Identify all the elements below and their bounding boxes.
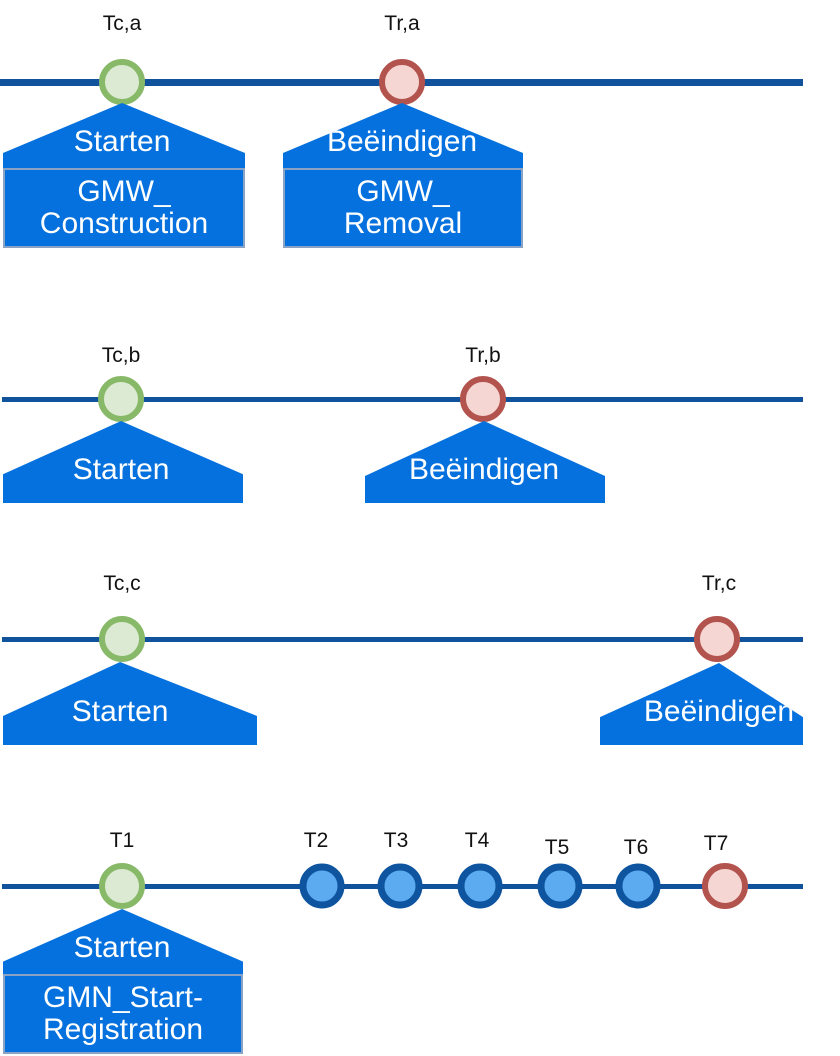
mid-event-circle	[377, 863, 423, 909]
start-event-circle	[99, 863, 145, 909]
mid-event-circle	[457, 863, 503, 909]
callout-object-name-line: Removal	[343, 207, 463, 240]
event-callout-roof: Beëindigen	[283, 103, 523, 168]
event-time-label: T6	[623, 836, 649, 859]
callout-object-box: GMW_Construction	[3, 168, 245, 248]
callout-object-name-line: GMW_	[356, 175, 450, 208]
event-time-label: T4	[464, 829, 490, 852]
start-event-circle	[98, 376, 144, 422]
event-callout-pentagon: Beëindigen	[365, 421, 605, 503]
mid-event-circle	[299, 863, 345, 909]
timeline-line	[2, 396, 803, 402]
callout-action-label: Starten	[71, 695, 169, 728]
event-time-label: Tr,c	[701, 572, 737, 595]
callout-object-box: GMN_Start-Registration	[3, 974, 243, 1054]
start-event-circle	[99, 616, 145, 662]
callout-object-name-line: Registration	[42, 1013, 204, 1046]
callout-object-name-line: GMW_	[77, 175, 171, 208]
callout-object-name-line: Construction	[39, 207, 209, 240]
event-time-label: T2	[303, 829, 329, 852]
callout-action-label: Starten	[73, 125, 171, 158]
event-time-label: T5	[544, 836, 570, 859]
event-callout-roof: Starten	[3, 909, 243, 974]
event-time-label: Tc,a	[102, 12, 142, 35]
event-callout-roof: Starten	[3, 103, 245, 168]
timeline-line	[2, 636, 803, 642]
event-callout-pentagon: Beëindigen	[600, 663, 803, 745]
event-time-label: T3	[383, 829, 409, 852]
callout-object-name-line: GMN_Start-	[42, 981, 204, 1014]
end-event-circle	[702, 863, 748, 909]
event-callout-pentagon: Starten	[3, 662, 257, 745]
start-event-circle	[99, 59, 145, 105]
end-event-circle	[379, 59, 425, 105]
event-time-label: Tr,b	[465, 344, 501, 367]
callout-action-label: Beëindigen	[326, 125, 478, 158]
callout-action-label: Beëindigen	[643, 695, 795, 728]
callout-action-label: Starten	[73, 931, 171, 964]
end-event-circle	[460, 376, 506, 422]
event-time-label: Tr,a	[384, 12, 420, 35]
event-time-label: Tc,b	[101, 344, 141, 367]
callout-action-label: Beëindigen	[408, 453, 560, 486]
event-time-label: T7	[703, 832, 729, 855]
end-event-circle	[694, 616, 740, 662]
event-time-label: Tc,c	[103, 572, 141, 595]
callout-action-label: Starten	[72, 453, 170, 486]
mid-event-circle	[537, 863, 583, 909]
callout-object-box: GMW_Removal	[283, 168, 523, 248]
mid-event-circle	[615, 863, 661, 909]
event-time-label: T1	[109, 829, 135, 852]
event-callout-pentagon: Starten	[3, 421, 243, 503]
